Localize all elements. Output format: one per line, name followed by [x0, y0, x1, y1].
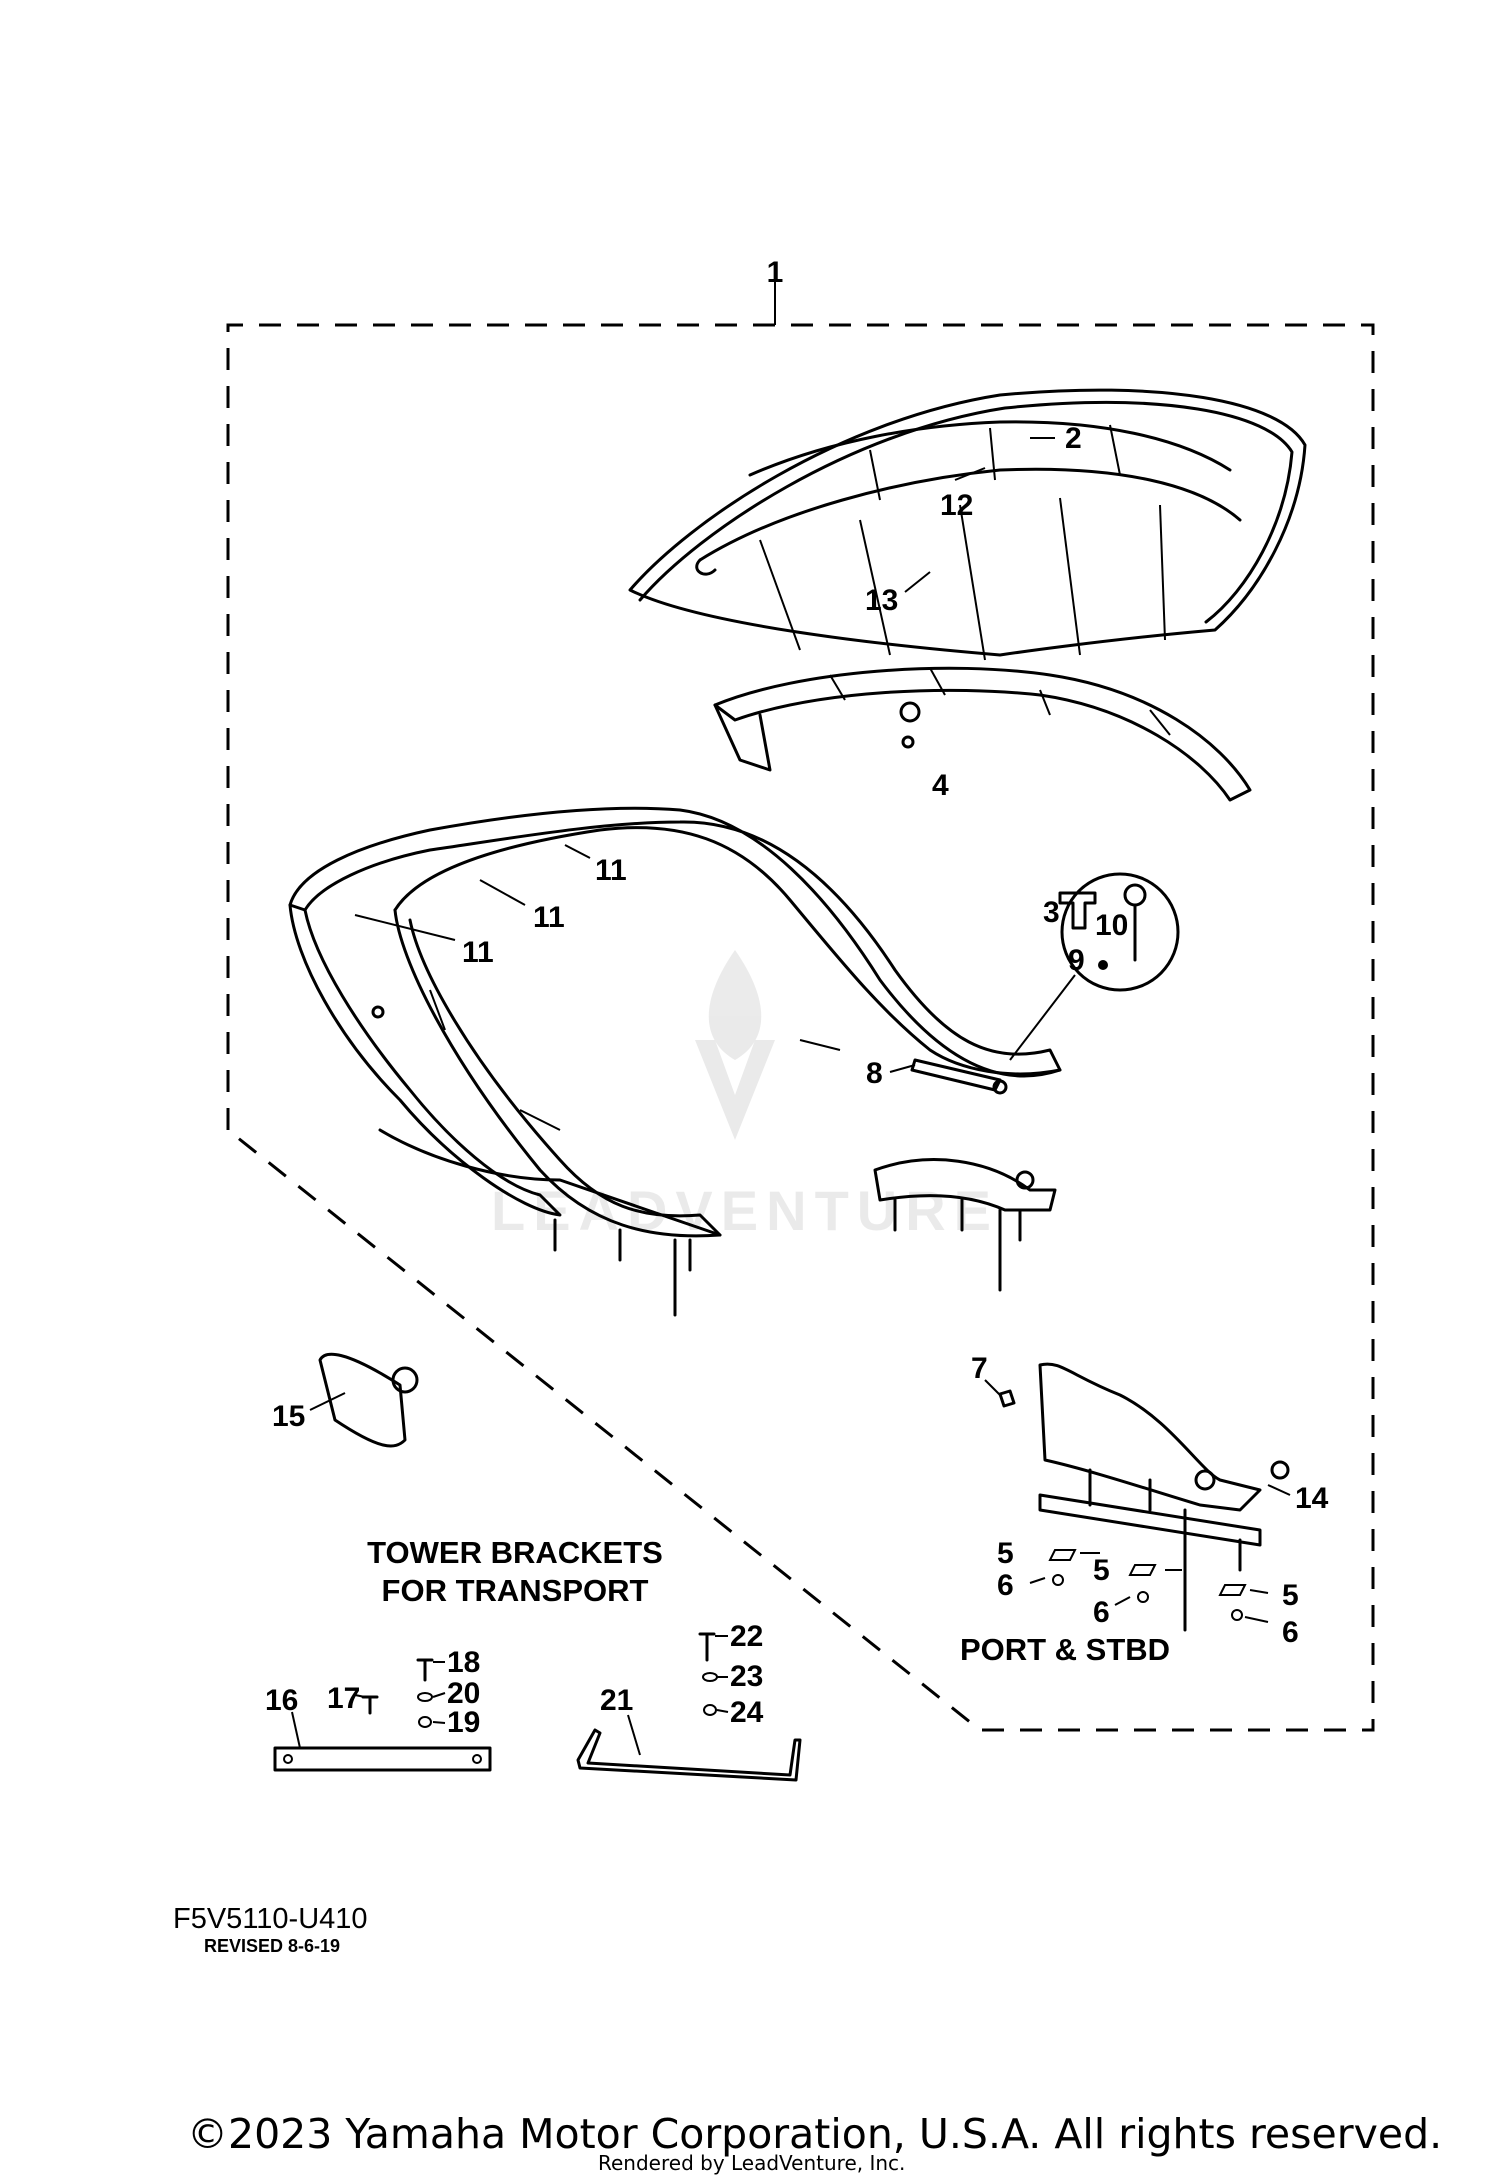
diagram-id: F5V5110-U410 REVISED 8-6-19 — [173, 1903, 368, 1956]
callout-5c: 5 — [1282, 1579, 1299, 1612]
callout-19: 19 — [447, 1706, 480, 1739]
callout-5b: 5 — [1093, 1554, 1110, 1587]
callout-11c: 11 — [462, 936, 494, 969]
leader-lines — [291, 437, 1291, 1756]
callout-6b: 6 — [1093, 1596, 1110, 1629]
callout-1: 1 — [767, 256, 784, 289]
callout-21: 21 — [600, 1684, 633, 1717]
callout-22: 22 — [730, 1620, 763, 1653]
tower-brackets-title-line2: FOR TRANSPORT — [382, 1573, 649, 1608]
detail-circle — [1009, 872, 1180, 1061]
callout-23: 23 — [730, 1660, 763, 1693]
tower-brackets-title-line1: TOWER BRACKETS — [367, 1535, 663, 1570]
callout-18: 18 — [447, 1646, 480, 1679]
callout-12: 12 — [940, 489, 973, 522]
rendered-by: Rendered by LeadVenture, Inc. — [598, 2151, 905, 2175]
tower-frame — [288, 806, 1062, 1317]
callout-10: 10 — [1095, 909, 1128, 942]
callout-6a: 6 — [997, 1569, 1014, 1602]
callout-14: 14 — [1295, 1482, 1329, 1515]
callout-15: 15 — [272, 1400, 305, 1433]
callout-3: 3 — [1043, 896, 1060, 929]
callout-20: 20 — [447, 1677, 480, 1710]
footer: ©2023 Yamaha Motor Corporation, U.S.A. A… — [187, 2110, 1442, 2175]
t-top-frame — [628, 388, 1307, 661]
mirror — [309, 1352, 419, 1448]
port-stbd-label: PORT & STBD — [960, 1632, 1170, 1667]
callout-13: 13 — [865, 584, 898, 617]
callout-24: 24 — [730, 1696, 764, 1729]
callout-4: 4 — [932, 769, 949, 802]
callout-5a: 5 — [997, 1537, 1014, 1570]
callout-7: 7 — [971, 1352, 988, 1385]
diagram-code: F5V5110-U410 — [173, 1903, 368, 1935]
section-labels: TOWER BRACKETS FOR TRANSPORT PORT & STBD — [367, 1535, 1170, 1667]
callout-11b: 11 — [533, 901, 565, 934]
upper-crossbar — [713, 666, 1252, 802]
assembly-boundary — [226, 262, 1375, 1732]
callout-11a: 11 — [595, 854, 627, 887]
callout-6c: 6 — [1282, 1616, 1299, 1649]
revision-date: REVISED 8-6-19 — [204, 1936, 340, 1956]
copyright-notice: ©2023 Yamaha Motor Corporation, U.S.A. A… — [187, 2110, 1442, 2158]
callout-9: 9 — [1068, 944, 1085, 977]
callout-8: 8 — [866, 1057, 883, 1090]
callout-labels: 1 2 12 13 4 11 11 11 3 10 9 8 15 7 14 5 … — [265, 256, 1329, 1739]
port-stbd-bracket — [998, 1362, 1290, 1632]
gas-strut-and-bracket — [873, 1058, 1057, 1292]
watermark: LEADVENTURE — [491, 950, 999, 1242]
callout-2: 2 — [1065, 422, 1082, 455]
callout-17: 17 — [327, 1682, 360, 1715]
callout-16: 16 — [265, 1684, 298, 1717]
transport-brackets — [273, 1632, 802, 1782]
watermark-text: LEADVENTURE — [491, 1179, 999, 1242]
